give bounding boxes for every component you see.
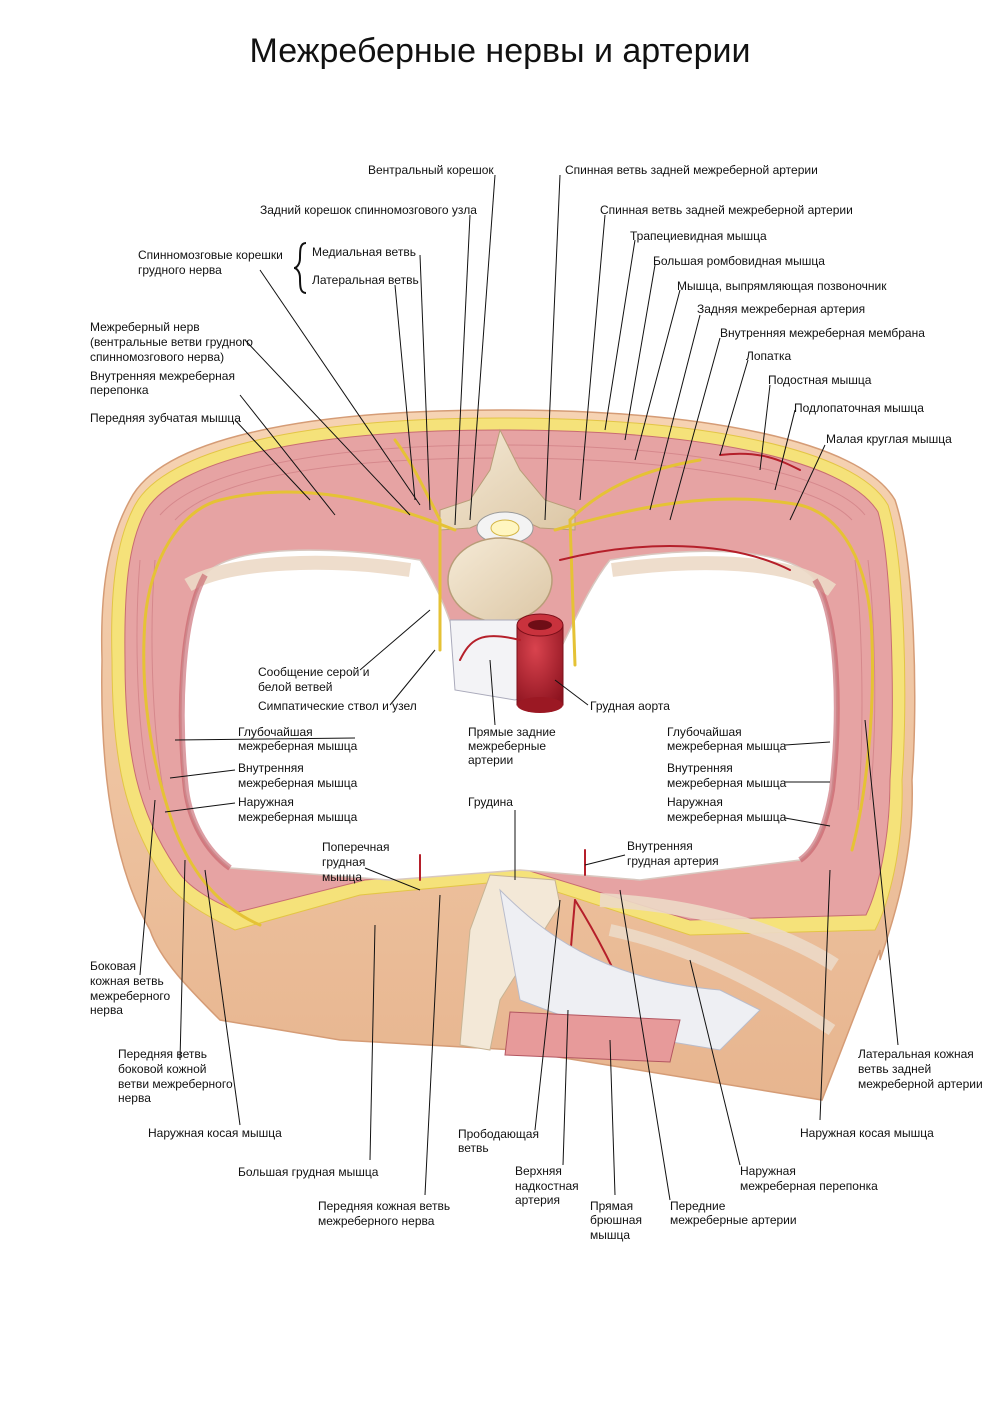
label-internal-l-2: межреберная мышца	[238, 776, 358, 790]
label-lateral-cutaneous-posterior-1: Латеральная кожная	[858, 1047, 974, 1061]
label-direct-posterior-arteries-2: межреберные	[468, 739, 546, 753]
label-superior-epigastric-3: артерия	[515, 1193, 560, 1207]
label-external-oblique-l: Наружная косая мышца	[148, 1126, 282, 1140]
label-direct-posterior-arteries-3: артерии	[468, 753, 513, 767]
leader-lines	[139, 174, 899, 1201]
label-intercostal-nerve-3: спинномозгового нерва)	[90, 350, 224, 364]
sternum	[459, 874, 761, 1051]
label-rectus-3: мышца	[590, 1228, 630, 1242]
label-superior-epigastric-2: надкостная	[515, 1179, 579, 1193]
label-spinal-roots-1: Спинномозговые корешки	[138, 248, 283, 262]
aorta	[516, 613, 564, 713]
label-rectus-1: Прямая	[590, 1199, 633, 1213]
rectus-abdominis	[504, 1011, 681, 1063]
label-perforating-2: ветвь	[458, 1141, 489, 1155]
label-ventral-root: Вентральный корешок	[368, 163, 494, 177]
label-internal-r-2: межреберная мышца	[667, 776, 787, 790]
label-trapezius: Трапециевидная мышца	[630, 229, 767, 243]
label-internal-thoracic-2: грудная артерия	[627, 854, 719, 868]
arteries	[419, 452, 801, 1041]
rib-right	[611, 556, 837, 596]
brace	[293, 242, 307, 294]
label-external-l-2: межреберная мышца	[238, 810, 358, 824]
label-spinal-branch-2: Спинная ветвь задней межреберной артерии	[600, 203, 853, 217]
labels: Вентральный корешок Задний корешок спинн…	[90, 163, 983, 1242]
label-innermost-l-2: межреберная мышца	[238, 739, 358, 753]
label-transversus-2: грудная	[322, 855, 365, 869]
label-anterior-arteries-1: Передние	[670, 1199, 726, 1213]
label-teres-minor: Малая круглая мышца	[826, 432, 952, 446]
intercostal-wall	[178, 573, 232, 871]
label-innermost-r-1: Глубочайшая	[667, 725, 742, 739]
rib-right-anterior-2	[608, 924, 836, 1036]
label-anterior-cutaneous-1: Передняя кожная ветвь	[318, 1199, 450, 1213]
label-intercostal-nerve-2: (вентральные ветви грудного	[90, 335, 253, 349]
label-subscapularis: Подлопаточная мышца	[794, 401, 924, 415]
nerves	[142, 438, 875, 927]
label-external-membrane-2: межреберная перепонка	[740, 1179, 878, 1193]
label-lateral-cutaneous-2: кожная ветвь	[90, 974, 164, 988]
label-internal-l-1: Внутренняя	[238, 761, 304, 775]
label-anterior-branch-lateral-3: ветви межреберного	[118, 1077, 233, 1091]
label-anterior-cutaneous-2: межреберного нерва	[318, 1214, 435, 1228]
label-medial-branch: Медиальная ветвь	[312, 245, 416, 259]
label-external-r-2: межреберная мышца	[667, 810, 787, 824]
label-inner-membrane-l-1: Внутренняя межреберная	[90, 369, 235, 383]
label-internal-r-1: Внутренняя	[667, 761, 733, 775]
label-external-oblique-r: Наружная косая мышца	[800, 1126, 934, 1140]
label-scapula: Лопатка	[746, 349, 791, 363]
label-transversus-3: мышца	[322, 870, 362, 884]
label-external-membrane-1: Наружная	[740, 1164, 796, 1178]
label-spinal-branch-1: Спинная ветвь задней межреберной артерии	[565, 163, 818, 177]
label-sympathetic-trunk: Симпатические ствол и узел	[258, 699, 417, 713]
label-infraspinatus: Подостная мышца	[768, 373, 872, 387]
label-anterior-branch-lateral-4: нерва	[118, 1091, 151, 1105]
label-dorsal-root-ganglion: Задний корешок спинномозгового узла	[260, 203, 477, 217]
rib-right-anterior	[599, 893, 839, 971]
label-lateral-cutaneous-3: межреберного	[90, 989, 171, 1003]
label-superior-epigastric-1: Верхняя	[515, 1164, 562, 1178]
label-external-r-1: Наружная	[667, 795, 723, 809]
label-rhomboid-major: Большая ромбовидная мышца	[653, 254, 825, 268]
intercostal-wall-right	[798, 578, 840, 863]
label-gray-white-rami-2: белой ветвей	[258, 680, 333, 694]
label-serratus-anterior: Передняя зубчатая мышца	[90, 411, 241, 425]
label-lateral-cutaneous-posterior-2: ветвь задней	[858, 1062, 931, 1076]
label-thoracic-aorta: Грудная аорта	[590, 699, 670, 713]
label-anterior-branch-lateral-2: боковой кожной	[118, 1062, 207, 1076]
vertebra	[439, 428, 576, 701]
label-inner-membrane-l-2: перепонка	[90, 383, 149, 397]
label-lateral-cutaneous-4: нерва	[90, 1003, 123, 1017]
label-innermost-l-1: Глубочайшая	[238, 725, 313, 739]
label-innermost-r-2: межреберная мышца	[667, 739, 787, 753]
label-perforating-1: Прободающая	[458, 1127, 539, 1141]
label-spinal-roots-2: грудного нерва	[138, 263, 222, 277]
label-erector-spinae: Мышца, выпрямляющая позвоночник	[677, 279, 887, 293]
label-direct-posterior-arteries-1: Прямые задние	[468, 725, 556, 739]
label-anterior-branch-lateral-1: Передняя ветвь	[118, 1047, 207, 1061]
label-pectoralis-major: Большая грудная мышца	[238, 1165, 379, 1179]
label-posterior-intercostal-artery: Задняя межреберная артерия	[697, 302, 865, 316]
label-gray-white-rami-1: Сообщение серой и	[258, 665, 369, 679]
label-sternum: Грудина	[468, 795, 513, 809]
label-lateral-branch: Латеральная ветвь	[312, 273, 419, 287]
label-inner-membrane-r: Внутренняя межреберная мембрана	[720, 326, 925, 340]
label-internal-thoracic-1: Внутренняя	[627, 839, 693, 853]
label-lateral-cutaneous-1: Боковая	[90, 959, 136, 973]
label-transversus-1: Поперечная	[322, 840, 389, 854]
label-intercostal-nerve-1: Межреберный нерв	[90, 320, 200, 334]
label-external-l-1: Наружная	[238, 795, 294, 809]
page-title: Межреберные нервы и артерии	[250, 32, 751, 70]
label-anterior-arteries-2: межреберные артерии	[670, 1213, 797, 1227]
label-lateral-cutaneous-posterior-3: межреберной артерии	[858, 1077, 983, 1091]
thorax-section	[100, 409, 916, 1101]
label-rectus-2: брюшная	[590, 1213, 642, 1227]
